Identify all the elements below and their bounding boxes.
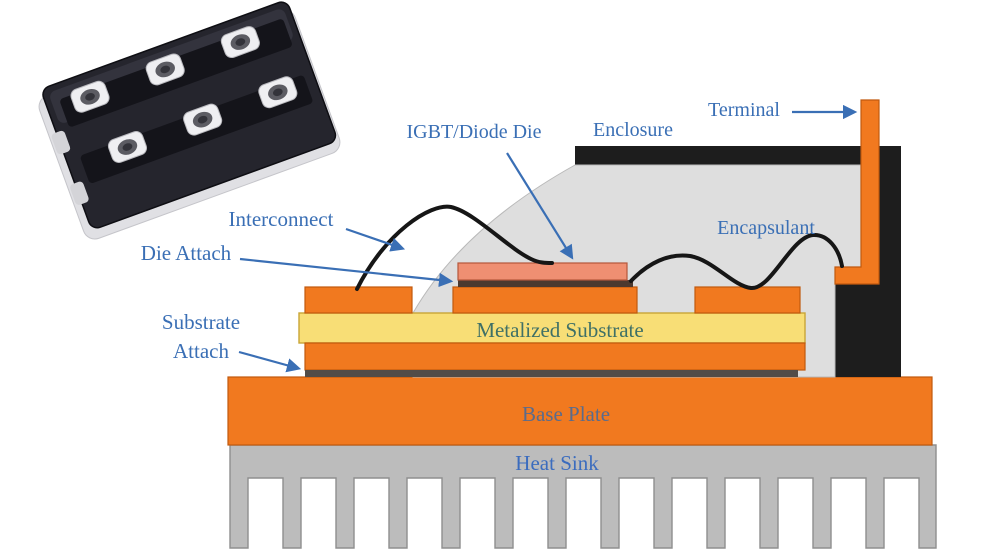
die-attach-layer (458, 280, 633, 287)
die-attach-label: Die Attach (141, 241, 232, 265)
screw-terminal-6 (258, 76, 298, 109)
igbt-die-label: IGBT/Diode Die (407, 121, 542, 143)
screw-hole-inner (160, 65, 171, 74)
labels: Terminal Enclosure IGBT/Diode Die Encaps… (141, 99, 816, 475)
interconnect-label: Interconnect (229, 207, 334, 231)
copper-pad-right (694, 286, 801, 314)
screw-terminal-4 (107, 131, 148, 163)
base-plate-label: Base Plate (522, 402, 610, 426)
base-plate (227, 376, 933, 446)
screw-hole-inner (272, 88, 283, 97)
screw-hole-inner (122, 143, 133, 151)
substrate-attach-layer (305, 370, 798, 377)
ceramic-substrate-layer (298, 312, 806, 344)
heat-sink (229, 444, 937, 549)
screw-terminal-2 (145, 53, 185, 86)
terminal (834, 99, 880, 285)
igbt-die-shape (457, 262, 628, 281)
igbt-die-arrow (506, 152, 574, 260)
copper-pad-middle (452, 286, 638, 314)
enclosure-label: Enclosure (593, 119, 673, 141)
heat-sink-label: Heat Sink (515, 451, 599, 475)
bond-wire-left (355, 204, 554, 291)
module-edge-notch-top (51, 130, 71, 155)
screw-hole-inner (197, 115, 208, 124)
callout-arrows (238, 104, 858, 373)
lower-copper-layer (304, 342, 806, 371)
substrate-attach-label-line2: Attach (173, 339, 229, 363)
base-plate-shape (227, 376, 933, 446)
terminal-label: Terminal (708, 99, 780, 121)
screw-terminal-5 (183, 103, 223, 136)
enclosure-top-bar (575, 146, 901, 165)
metalized-substrate-label: Metalized Substrate (476, 318, 643, 342)
interconnect-arrow (345, 227, 406, 252)
encapsulant-label: Encapsulant (717, 217, 815, 239)
bond-wires (355, 204, 844, 291)
screw-hole-inner (235, 38, 246, 46)
bond-wire-right (629, 233, 844, 290)
heat-sink-shape (229, 444, 937, 549)
module-edge-notch-bottom (70, 181, 89, 205)
igbt-power-module-photo (38, 1, 341, 240)
die-attach-arrow (239, 257, 454, 288)
substrate-attach-arrow (238, 350, 302, 373)
screw-terminal-1 (70, 80, 110, 113)
screw-terminal-3 (220, 26, 260, 59)
substrate-attach-label-line1: Substrate (162, 310, 240, 334)
terminal-shape (834, 99, 880, 285)
copper-pad-left (304, 286, 413, 314)
screw-hole-inner (85, 93, 95, 101)
substrate-stack (298, 286, 806, 377)
die-stack (457, 262, 633, 287)
